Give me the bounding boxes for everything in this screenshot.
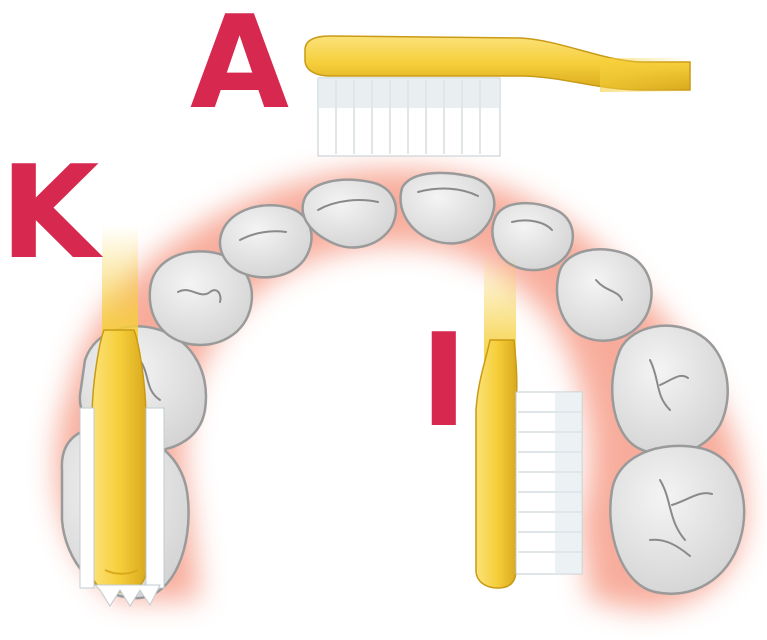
- label-k: K: [0, 150, 99, 278]
- toothbrush-horizontal-icon: [305, 36, 690, 156]
- tooth-right-premolar: [557, 249, 652, 340]
- bristles-a: [318, 78, 500, 156]
- tooth-right-molar-lower: [610, 446, 744, 594]
- label-a: A: [190, 0, 289, 128]
- bristles-i: [516, 392, 582, 574]
- tooth-left-canine: [220, 205, 312, 277]
- tooth-right-molar-upper: [612, 326, 728, 455]
- label-i: I: [420, 318, 468, 446]
